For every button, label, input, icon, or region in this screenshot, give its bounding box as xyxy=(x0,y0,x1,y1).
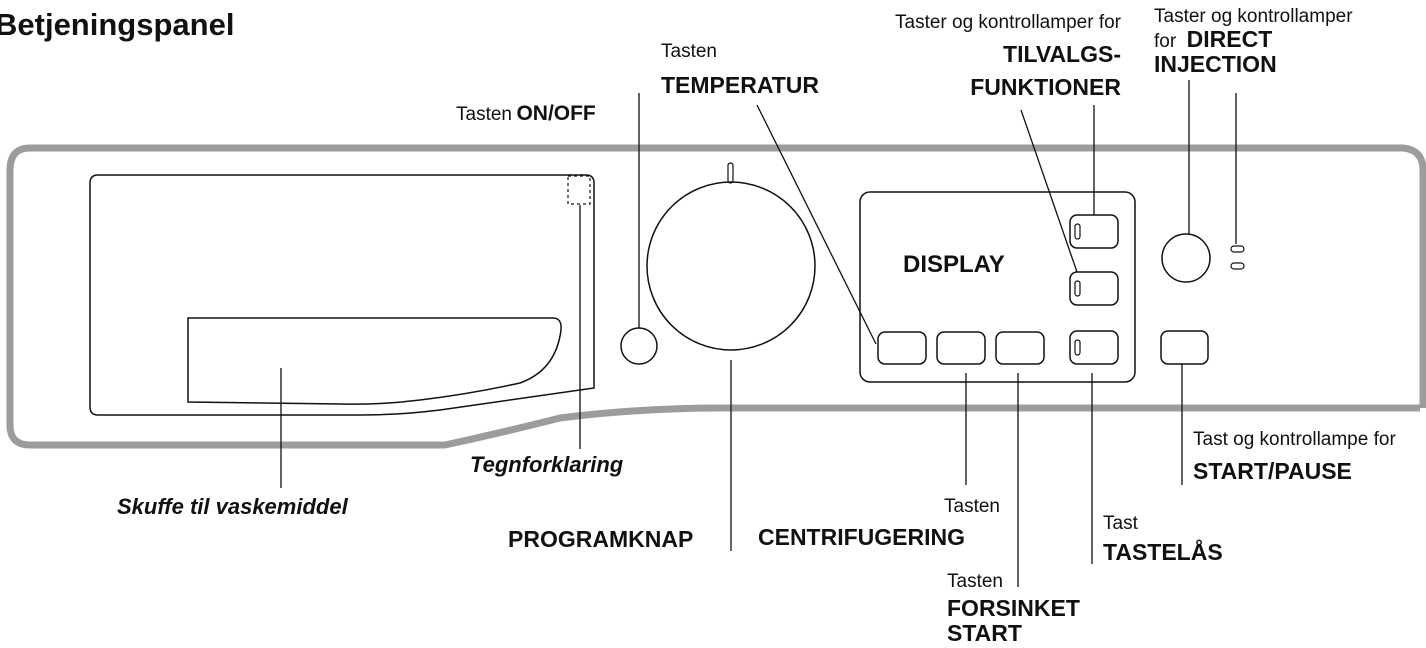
direct-label-prefix-2: for xyxy=(1154,31,1177,52)
delay-start-button[interactable] xyxy=(995,331,1045,365)
tastelaas-label-prefix: Tast xyxy=(1103,513,1138,534)
direct-injection-button[interactable] xyxy=(1161,233,1211,283)
detergent-drawer xyxy=(89,174,595,416)
option-lamp-2 xyxy=(1074,280,1081,297)
temperatur-label-name: TEMPERATUR xyxy=(661,72,820,98)
page-title: Betjeningspanel xyxy=(0,7,235,42)
on-off-button[interactable] xyxy=(620,327,658,365)
display-frame xyxy=(859,191,1136,383)
display-label: DISPLAY xyxy=(903,251,1005,278)
leader-temperatur xyxy=(756,104,877,345)
centrifugering-label-prefix: Tasten xyxy=(944,496,1000,517)
on-off-label-name: ON/OFF xyxy=(516,102,596,125)
start-pause-label-name: START/PAUSE xyxy=(1193,458,1352,484)
forsinket-label-name-1: FORSINKET xyxy=(947,595,1080,621)
start-pause-label-prefix: Tast og kontrollampe for xyxy=(1193,429,1396,450)
program-knob-indicator xyxy=(727,162,734,184)
option-button-2[interactable] xyxy=(1069,271,1119,306)
drawer-handle xyxy=(187,317,562,405)
program-knob[interactable] xyxy=(646,181,816,351)
direct-injection-lamp-1 xyxy=(1230,245,1245,253)
key-lock-button[interactable] xyxy=(1069,330,1119,365)
option-button-1[interactable] xyxy=(1069,214,1119,249)
temperatur-label-prefix: Tasten xyxy=(661,41,717,62)
direct-injection-lamp-2 xyxy=(1230,262,1245,270)
tilvalg-label-prefix: Taster og kontrollamper for xyxy=(895,12,1121,33)
direct-label-name-1: DIRECT xyxy=(1186,26,1273,52)
start-pause-button[interactable] xyxy=(1160,330,1209,365)
leader-tilvalg-2 xyxy=(1020,109,1078,273)
on-off-label-prefix: Tasten xyxy=(456,104,512,125)
direct-label-line-2: for DIRECT xyxy=(1154,26,1273,53)
symbol-legend-box xyxy=(567,175,591,205)
spin-button[interactable] xyxy=(936,331,986,365)
tegnforklaring-label: Tegnforklaring xyxy=(470,452,624,477)
temperature-button[interactable] xyxy=(877,331,927,365)
direct-label-prefix-1: Taster og kontrollamper xyxy=(1154,6,1353,27)
forsinket-label-name-2: START xyxy=(947,620,1022,646)
option-lamp-1 xyxy=(1074,223,1081,240)
programknap-label: PROGRAMKNAP xyxy=(508,526,694,552)
tastelaas-label-name: TASTELÅS xyxy=(1103,539,1223,565)
on-off-label: Tasten ON/OFF xyxy=(456,102,596,126)
tilvalg-label-name-1: TILVALGS- xyxy=(1003,41,1121,67)
forsinket-label-prefix: Tasten xyxy=(947,571,1003,592)
skuffe-label: Skuffe til vaskemiddel xyxy=(117,494,348,519)
tilvalg-label-name-2: FUNKTIONER xyxy=(970,74,1121,100)
direct-label-name-2: INJECTION xyxy=(1154,51,1277,77)
panel-outline xyxy=(6,144,1426,449)
key-lock-lamp xyxy=(1074,339,1081,356)
centrifugering-label-name: CENTRIFUGERING xyxy=(758,524,965,550)
